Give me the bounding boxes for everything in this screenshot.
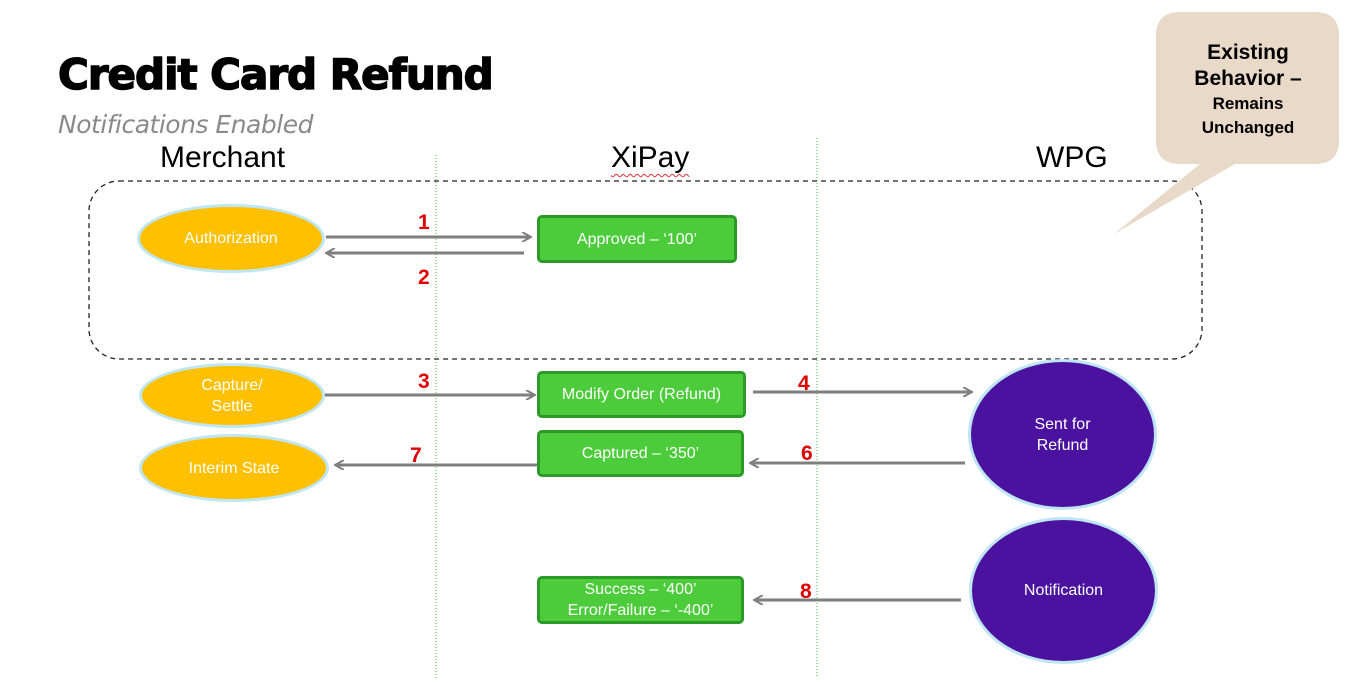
step-number-4: 4 <box>798 372 810 395</box>
node-sent-line-2: Refund <box>1036 436 1089 454</box>
page-title: Credit Card Refund <box>57 49 494 100</box>
lane-header-merchant: Merchant <box>160 141 286 174</box>
step-number-2: 2 <box>418 266 430 289</box>
callout-line-2: Behavior – <box>1194 67 1302 90</box>
lane-header-xipay: XiPay <box>611 141 690 174</box>
callout-text: Existing Behavior – Remains Unchanged <box>1158 40 1338 140</box>
callout-line-4: Unchanged <box>1201 118 1295 137</box>
node-capture-line-2: Settle <box>211 397 253 415</box>
node-sent-for-refund: Sent for Refund <box>968 359 1157 510</box>
step-number-1: 1 <box>418 211 430 234</box>
callout-bubble <box>1114 12 1339 234</box>
page-subtitle: Notifications Enabled <box>58 110 313 139</box>
node-sent-line-1: Sent for <box>1034 415 1091 433</box>
step-number-3: 3 <box>418 370 430 393</box>
node-notification: Notification <box>969 517 1158 664</box>
node-authorization: Authorization <box>137 204 325 273</box>
node-capture-line-1: Capture/ <box>201 376 263 394</box>
callout-line-1: Existing <box>1207 41 1289 64</box>
existing-behavior-group <box>88 180 1203 360</box>
callout-line-3: Remains <box>1212 94 1284 113</box>
step-number-7: 7 <box>410 444 422 467</box>
node-interim-state: Interim State <box>139 434 329 502</box>
node-captured: Captured – ‘350’ <box>537 430 744 477</box>
node-success-line-1: Success – ‘400’ <box>584 581 697 598</box>
node-approved: Approved – ‘100’ <box>537 215 737 263</box>
lane-header-wpg: WPG <box>1036 141 1108 174</box>
node-modify-order: Modify Order (Refund) <box>537 371 746 418</box>
step-number-8: 8 <box>800 580 812 603</box>
step-number-6: 6 <box>801 442 813 465</box>
node-success-error: Success – ‘400’ Error/Failure – ‘-400’ <box>537 576 744 624</box>
node-success-line-2: Error/Failure – ‘-400’ <box>567 602 714 619</box>
node-capture-settle: Capture/ Settle <box>139 363 325 428</box>
